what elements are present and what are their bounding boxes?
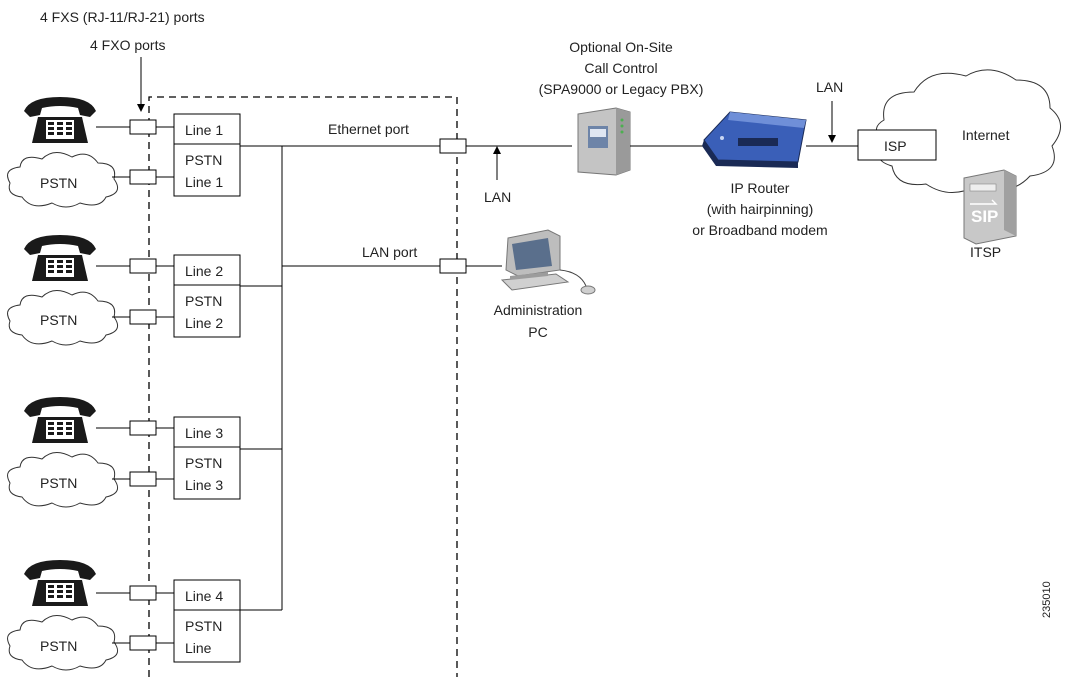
pstn-line-label: PSTN bbox=[185, 293, 222, 309]
isp-label: ISP bbox=[884, 138, 907, 154]
itsp-label: ITSP bbox=[970, 244, 1001, 260]
pstn-cloud-label: PSTN bbox=[40, 475, 77, 491]
line-box bbox=[173, 113, 241, 145]
telephone-icon bbox=[24, 97, 96, 143]
line-box bbox=[173, 579, 241, 611]
telephone-icon bbox=[24, 560, 96, 606]
line-label: Line 2 bbox=[185, 263, 223, 279]
ip-router-icon bbox=[702, 111, 807, 168]
fxs-port-connector bbox=[129, 258, 157, 274]
internet-cloud-icon bbox=[876, 69, 1061, 193]
figure-number: 235010 bbox=[1041, 581, 1053, 618]
line-group-2: Line 2 PSTN PSTN Line 2 bbox=[7, 235, 241, 346]
fxs-ports-label: 4 FXS (RJ-11/RJ-21) ports bbox=[40, 9, 205, 25]
itsp-server-icon: SIP bbox=[963, 169, 1017, 245]
pstn-line-box bbox=[173, 446, 241, 500]
fxo-ports-label: 4 FXO ports bbox=[90, 37, 165, 53]
telephone-icon bbox=[24, 235, 96, 281]
lan-port-label: LAN port bbox=[362, 244, 417, 260]
pstn-line-label-2: Line 3 bbox=[185, 477, 223, 493]
sip-icon-text: SIP bbox=[971, 207, 998, 226]
line-box bbox=[173, 254, 241, 286]
device-boundary bbox=[148, 96, 458, 677]
router-label-3: or Broadband modem bbox=[692, 222, 827, 238]
pstn-line-label: PSTN bbox=[185, 455, 222, 471]
pstn-line-box bbox=[173, 284, 241, 338]
line-group-3: Line 3 PSTN PSTN Line 3 bbox=[7, 397, 241, 508]
isp-box bbox=[857, 129, 937, 161]
line-label: Line 1 bbox=[185, 122, 223, 138]
fxo-port-connector bbox=[129, 169, 157, 185]
call-control-label-1: Optional On-Site bbox=[569, 39, 673, 55]
fxs-port-connector bbox=[129, 585, 157, 601]
fxs-port-connector bbox=[129, 420, 157, 436]
fxo-port-connector bbox=[129, 635, 157, 651]
fxo-port-connector bbox=[129, 309, 157, 325]
router-label-2: (with hairpinning) bbox=[707, 201, 814, 217]
line-label: Line 3 bbox=[185, 425, 223, 441]
pstn-cloud-label: PSTN bbox=[40, 312, 77, 328]
pstn-line-box bbox=[173, 143, 241, 197]
line-label: Line 4 bbox=[185, 588, 223, 604]
ethernet-port-label: Ethernet port bbox=[328, 121, 409, 137]
internet-label: Internet bbox=[962, 127, 1010, 143]
call-control-label-2: Call Control bbox=[584, 60, 657, 76]
router-label-1: IP Router bbox=[731, 180, 790, 196]
internal-bus bbox=[240, 145, 440, 611]
administration-pc-icon bbox=[500, 229, 596, 295]
line-group-4: Line 4 PSTN PSTN Line bbox=[7, 560, 241, 671]
lan-left-label: LAN bbox=[484, 189, 511, 205]
pstn-line-label-2: Line bbox=[185, 640, 212, 656]
administration-pc-label-2: PC bbox=[528, 324, 547, 340]
lan-right-label: LAN bbox=[816, 79, 843, 95]
fxs-port-connector bbox=[129, 119, 157, 135]
pstn-line-label-2: Line 1 bbox=[185, 174, 223, 190]
telephone-icon bbox=[24, 397, 96, 443]
pstn-cloud-label: PSTN bbox=[40, 638, 77, 654]
ethernet-port-connector bbox=[439, 138, 467, 154]
pstn-line-box bbox=[173, 609, 241, 663]
pstn-cloud-label: PSTN bbox=[40, 175, 77, 191]
call-control-label-3: (SPA9000 or Legacy PBX) bbox=[539, 81, 704, 97]
lan-port-connector bbox=[439, 258, 467, 274]
fxo-port-connector bbox=[129, 471, 157, 487]
pstn-line-label: PSTN bbox=[185, 618, 222, 634]
call-control-device-icon bbox=[577, 107, 631, 176]
pstn-line-label: PSTN bbox=[185, 152, 222, 168]
pstn-line-label-2: Line 2 bbox=[185, 315, 223, 331]
line-group-1: Line 1 PSTN PSTN Line 1 bbox=[7, 97, 241, 208]
administration-pc-label-1: Administration bbox=[494, 302, 583, 318]
